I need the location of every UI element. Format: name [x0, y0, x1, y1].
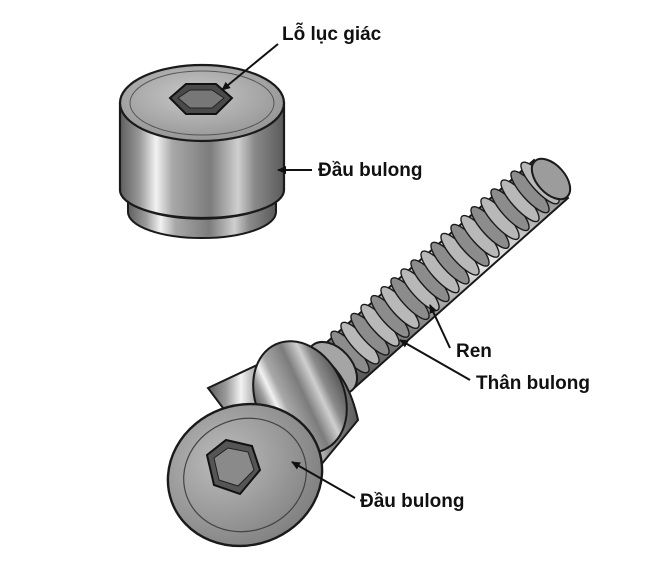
- label-head-top: Đầu bulong: [318, 160, 422, 181]
- label-shank: Thân bulong: [476, 373, 590, 394]
- leader-head-bottom: [291, 461, 356, 499]
- label-thread: Ren: [456, 341, 492, 362]
- leader-shank: [399, 339, 471, 381]
- bolt-head-top: [118, 63, 286, 239]
- bolt-head-bottom: [166, 340, 360, 548]
- leader-lines: [221, 43, 471, 499]
- label-head-bottom: Đầu bulong: [360, 491, 464, 512]
- thread-ridges: [330, 161, 560, 374]
- shaft-tip: [530, 157, 572, 201]
- label-hex-socket: Lỗ lục giác: [282, 23, 382, 45]
- leader-hex-socket: [221, 43, 279, 91]
- leader-thread: [429, 304, 451, 349]
- bolt-shaft: [306, 157, 572, 396]
